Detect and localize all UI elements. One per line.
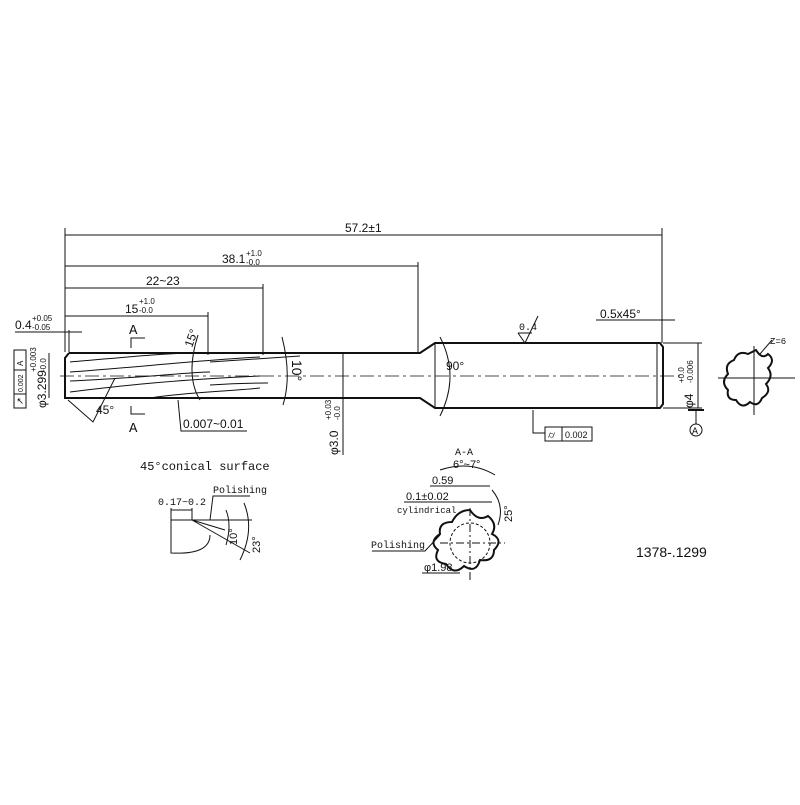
roughness-symbol: 0.4 bbox=[517, 315, 539, 344]
neck-diameter-tol-lower: -0.0 bbox=[333, 406, 342, 420]
extension-lines bbox=[64, 228, 663, 355]
cutting-diameter-tol-upper: +0.003 bbox=[29, 347, 38, 372]
dim-chamfer-tol-upper: +0.05 bbox=[32, 314, 53, 323]
section-cyl-label: cylindrical bbox=[397, 506, 456, 516]
dim-shank-start: 38.1 bbox=[222, 252, 246, 266]
conical-angle-10: 10° bbox=[228, 528, 240, 545]
runout-frame: 0.002 A ↗ bbox=[13, 349, 27, 409]
section-arrow-top bbox=[130, 337, 145, 348]
shank-diameter-tol-upper: +0.0 bbox=[677, 367, 686, 383]
conical-detail: 45°conical surface 0.17~0.2 Polishing 10… bbox=[140, 460, 270, 561]
cylindricity-tolerance: 0.002 bbox=[565, 430, 588, 440]
section-polishing: Polishing bbox=[371, 540, 425, 552]
dim-shank-start-tol-lower: -0.0 bbox=[246, 258, 260, 267]
neck-diameter-tol-upper: +0.03 bbox=[324, 399, 333, 420]
datum-label: A bbox=[692, 427, 698, 438]
neck-diameter: φ3.0 bbox=[327, 430, 341, 455]
reamer-body bbox=[60, 342, 680, 409]
end-view: Z=6 bbox=[718, 337, 795, 415]
dim-chamfer: 0.4 bbox=[15, 318, 32, 332]
section-aa: A-A 6°~7° 0.59 0.1±0.02 cylindrical 25° … bbox=[371, 448, 515, 580]
part-number: 1378-.1299 bbox=[636, 544, 707, 560]
teeth-count: Z=6 bbox=[770, 337, 786, 347]
section-cyl-land: 0.1±0.02 bbox=[406, 491, 449, 503]
conical-angle-23: 23° bbox=[251, 536, 263, 553]
section-angle-range: 6°~7° bbox=[453, 459, 480, 471]
cutting-diameter-tol-lower: -0.0 bbox=[39, 358, 48, 372]
runout-icon: ↗ bbox=[15, 397, 25, 405]
section-land: 0.59 bbox=[432, 475, 453, 487]
shank-chamfer: 0.5x45° bbox=[600, 307, 641, 321]
cone-angle: 90° bbox=[446, 359, 464, 373]
section-arrow-bottom bbox=[130, 406, 145, 415]
cutting-diameter: φ3.299 bbox=[35, 370, 49, 408]
section-aa-title: A-A bbox=[455, 448, 473, 459]
conical-polishing: Polishing bbox=[213, 485, 267, 497]
dim-shank-start-tol-upper: +1.0 bbox=[246, 249, 262, 258]
section-angle-25: 25° bbox=[503, 505, 515, 522]
dim-cutting-length-tol-upper: +1.0 bbox=[139, 297, 155, 306]
cylindricity-icon: ⌭ bbox=[548, 430, 556, 441]
section-mark-bottom: A bbox=[129, 421, 138, 437]
conical-width: 0.17~0.2 bbox=[158, 498, 206, 509]
cylindricity-frame: ⌭ 0.002 bbox=[544, 426, 593, 442]
roughness-value: 0.4 bbox=[519, 323, 537, 334]
shank-diameter-tol-lower: -0.006 bbox=[686, 360, 695, 383]
dim-cutting-length-tol-lower: -0.0 bbox=[139, 306, 153, 315]
runout-datum: A bbox=[16, 360, 25, 366]
dim-cutting-length: 15 bbox=[125, 302, 139, 316]
conical-title: 45°conical surface bbox=[140, 460, 270, 474]
helix-angle: 15° bbox=[182, 327, 201, 349]
dimension-lines bbox=[15, 234, 675, 333]
datum-circle bbox=[689, 423, 703, 437]
taper-angle: 10° bbox=[289, 360, 305, 381]
dim-chamfer-tol-lower: -0.05 bbox=[32, 323, 51, 332]
section-core-diameter: φ1.98 bbox=[424, 562, 453, 574]
back-taper: 0.007~0.01 bbox=[183, 417, 244, 431]
section-mark-top: A bbox=[129, 323, 138, 339]
dim-flute-length: 22~23 bbox=[146, 274, 180, 288]
dim-overall-length: 57.2±1 bbox=[345, 221, 382, 235]
shank-diameter: φ4 bbox=[682, 393, 696, 408]
runout-tolerance: 0.002 bbox=[18, 374, 25, 392]
